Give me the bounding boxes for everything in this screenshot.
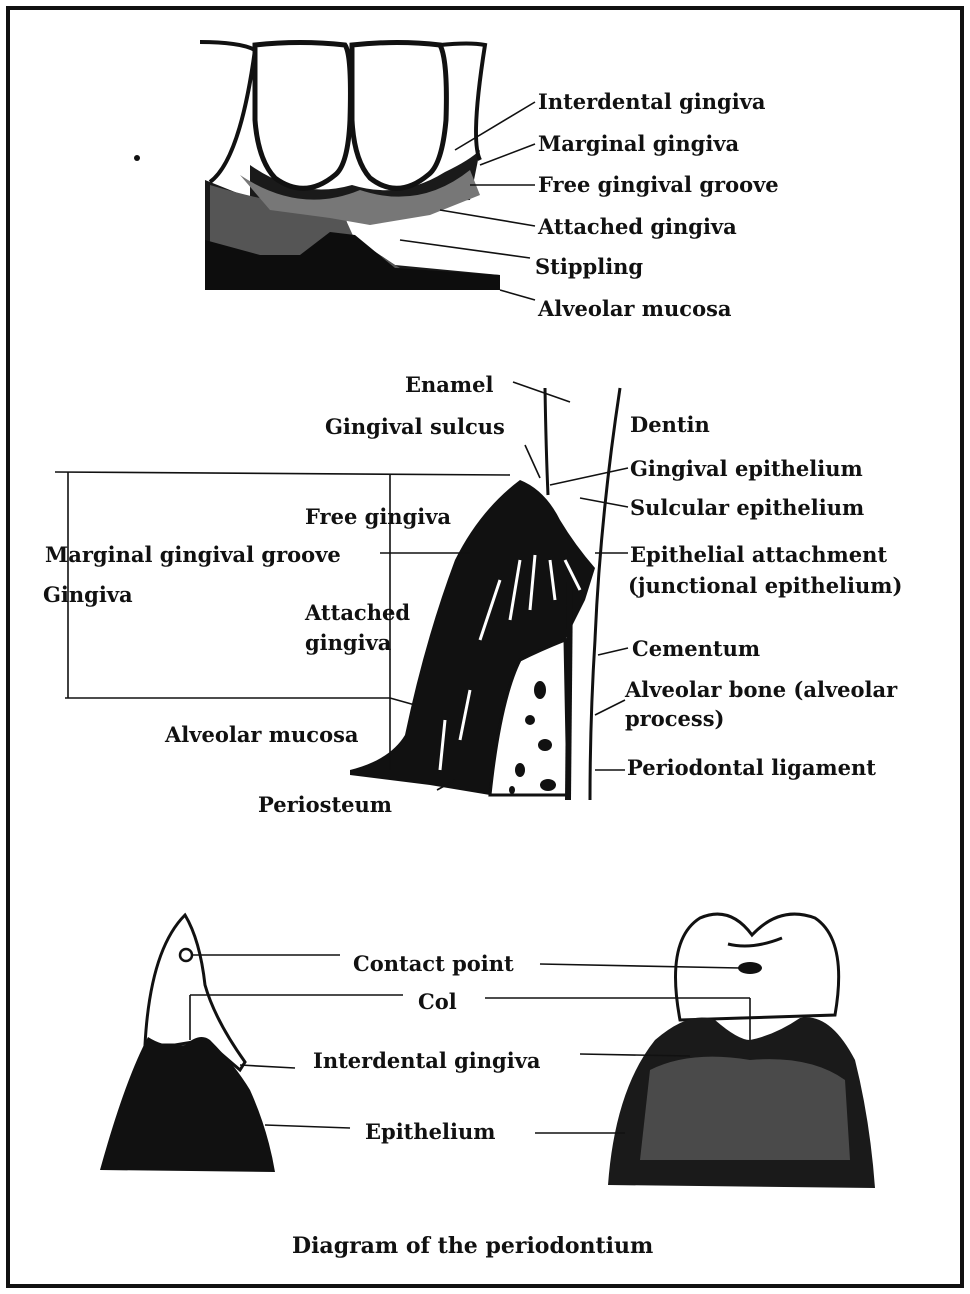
mid-dentin-line [590,388,620,800]
bottom-panel: Contact point Col Interdental gingiva Ep… [100,914,875,1188]
label-free-gingiva: Free gingiva [305,504,451,529]
bottom-right-gingiva-speckle [640,1057,850,1160]
label-attached-gingiva-line1: Attached [304,600,410,625]
label-marginal-gingival-groove: Marginal gingival groove [45,542,341,567]
label-junctional-epithelium: (junctional epithelium) [628,573,902,598]
label-periosteum: Periosteum [258,792,392,817]
label-alveolar-bone-line2: process) [625,706,724,731]
label-interdental-gingiva-bottom: Interdental gingiva [313,1048,541,1073]
label-gingival-epithelium: Gingival epithelium [630,456,863,481]
top-gum-line-left [200,42,255,182]
label-gingiva: Gingiva [43,582,133,607]
label-dentin: Dentin [630,412,710,437]
label-alveolar-mucosa-mid: Alveolar mucosa [164,722,359,747]
mid-root-line [568,580,570,800]
stray-dot [134,155,140,161]
label-enamel: Enamel [405,372,493,397]
label-epithelial-attachment: Epithelial attachment [630,542,887,567]
top-panel: Interdental gingiva Marginal gingiva Fre… [134,42,779,321]
label-stippling: Stippling [535,254,643,279]
label-marginal-gingiva: Marginal gingiva [538,131,740,156]
label-alveolar-mucosa: Alveolar mucosa [537,296,732,321]
label-attached-gingiva-line2: gingiva [305,630,392,655]
label-free-gingival-groove: Free gingival groove [538,172,779,197]
mid-enamel-line [545,388,548,495]
bottom-left-gingiva [100,1037,275,1172]
label-alveolar-bone-line1: Alveolar bone (alveolar [624,677,898,702]
figure-caption: Diagram of the periodontium [292,1233,653,1259]
label-gingival-sulcus: Gingival sulcus [325,414,505,439]
bottom-left-contact-point [180,949,192,961]
label-attached-gingiva: Attached gingiva [537,214,737,239]
label-epithelium: Epithelium [365,1119,495,1144]
top-tooth-right [352,43,446,189]
label-contact-point: Contact point [353,951,514,976]
bottom-right-contact-point [738,962,762,974]
label-col: Col [418,989,457,1014]
label-interdental-gingiva: Interdental gingiva [538,89,766,114]
top-tooth-left [255,43,350,189]
label-sulcular-epithelium: Sulcular epithelium [630,495,864,520]
middle-panel: Enamel Gingival sulcus Dentin Gingival e… [43,372,902,817]
label-cementum: Cementum [632,636,760,661]
label-periodontal-ligament: Periodontal ligament [627,755,876,780]
